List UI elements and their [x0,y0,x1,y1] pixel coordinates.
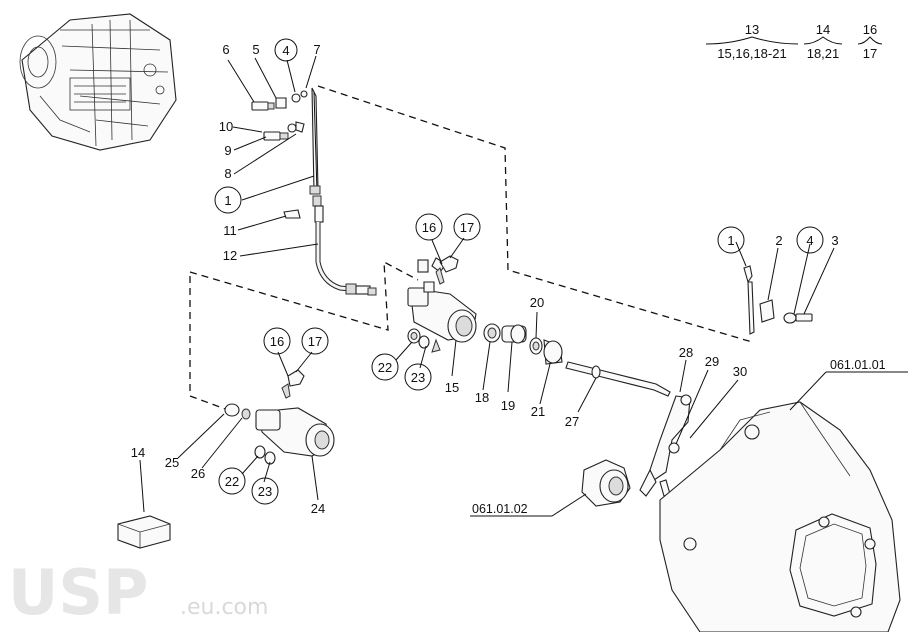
callout-11: 11 [223,223,237,238]
group-3-bottom: 17 [863,46,877,61]
reference-labels: 061.01.01 061.01.02 [472,358,886,516]
group-1-top: 13 [745,22,759,37]
callout-18: 18 [475,390,489,405]
callout-7: 7 [313,42,320,57]
callout-17-lower: 17 [308,334,322,349]
group-1-bottom: 15,16,18-21 [717,46,786,61]
bell-housing [659,401,901,633]
right-fixing-parts [743,265,813,335]
slave-cylinder [224,369,335,465]
callout-25: 25 [165,455,179,470]
assembly-lines [189,85,753,411]
logo-suffix: .eu.com [180,595,268,620]
group-legend: 13 15,16,18-21 14 18,21 16 17 [705,22,883,61]
ref-release-bearing: 061.01.02 [472,502,528,516]
clutch-fork [639,394,692,497]
callout-circles [214,38,824,505]
callout-2: 2 [775,233,782,248]
logo-text: USP [8,556,148,629]
usp-logo: USP .eu.com [8,556,268,629]
callout-23-lower: 23 [258,484,272,499]
callout-30: 30 [733,364,747,379]
callout-19: 19 [501,398,515,413]
callout-23-upper: 23 [411,370,425,385]
callout-21: 21 [531,404,545,419]
callout-1-upper: 1 [224,193,231,208]
hydraulic-pipe-upper [309,87,377,296]
group-2-bottom: 18,21 [807,46,840,61]
group-3-top: 16 [863,22,877,37]
callout-22-upper: 22 [378,360,392,375]
callout-6: 6 [222,42,229,57]
callout-1-right: 1 [727,233,734,248]
ref-bellhousing: 061.01.01 [830,358,886,372]
callout-3: 3 [831,233,838,248]
callout-20: 20 [530,295,544,310]
callout-numbers: 6 5 4 7 10 9 8 1 11 12 16 17 16 17 22 23… [131,42,839,516]
callout-16-upper: 16 [422,220,436,235]
group-2-top: 14 [816,22,830,37]
callout-27: 27 [565,414,579,429]
bleeder-upper [435,255,459,285]
callout-17-upper: 17 [460,220,474,235]
leader-lines [139,55,908,517]
seal-kit [483,323,563,365]
callout-15: 15 [445,380,459,395]
callout-4-upper: 4 [282,43,289,58]
part-14-block [117,515,171,549]
callout-10: 10 [219,119,233,134]
callout-5: 5 [252,42,259,57]
callout-22-lower: 22 [225,474,239,489]
fixing-parts-upper [251,90,308,219]
callout-9: 9 [224,143,231,158]
callout-8: 8 [224,166,231,181]
callout-26: 26 [191,466,205,481]
engine-thumbnail [19,13,177,151]
callout-16-lower: 16 [270,334,284,349]
callout-29: 29 [705,354,719,369]
callout-14: 14 [131,445,145,460]
master-cylinder [407,257,477,343]
release-bearing [581,459,631,507]
push-rod [565,361,671,397]
callout-28: 28 [679,345,693,360]
fittings-upper [407,328,441,353]
callout-24: 24 [311,501,325,516]
callout-4-right: 4 [806,233,813,248]
callout-12: 12 [223,248,237,263]
